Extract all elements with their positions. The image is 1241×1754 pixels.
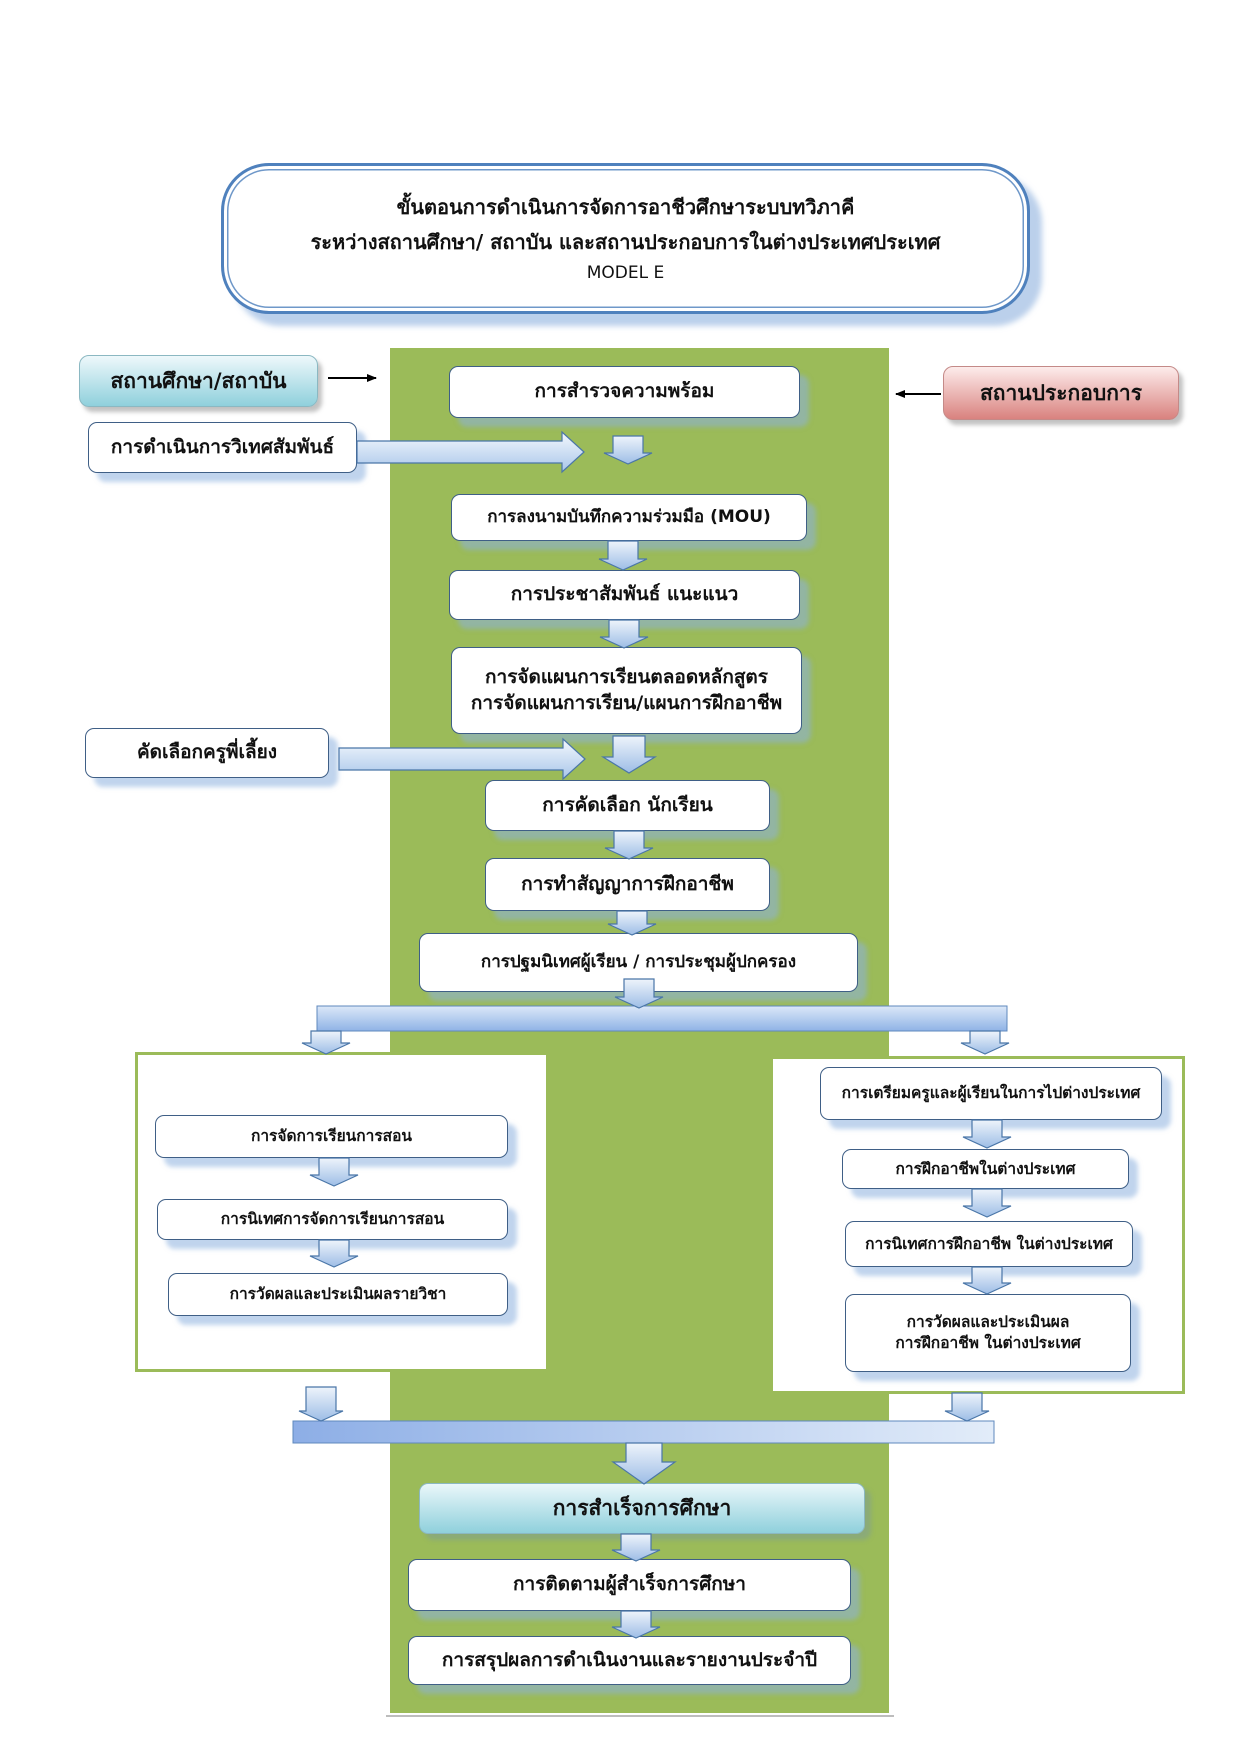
step-mou: การลงนามบันทึกความร่วมมือ (MOU) [451,494,807,541]
down-arrow [960,1030,1010,1055]
model-label: MODEL E [586,262,665,283]
step-abroad-supervision: การนิเทศการฝึกอาชีพ ในต่างประเทศ [845,1221,1133,1267]
step-international-relations: การดำเนินการวิเทศสัมพันธ์ [88,422,357,473]
study-plan-line-2: การจัดแผนการเรียน/แผนการฝึกอาชีพ [470,691,783,714]
column-base-line [386,1715,894,1717]
abroad-evaluation-line-2: การฝึกอาชีพ ในต่างประเทศ [895,1334,1081,1352]
step-abroad-evaluation: การวัดผลและประเมินผล การฝึกอาชีพ ในต่างป… [845,1294,1131,1372]
step-graduate-tracking: การติดตามผู้สำเร็จการศึกษา [408,1559,851,1611]
step-annual-summary: การสรุปผลการดำเนินงานและรายงานประจำปี [408,1636,851,1685]
actor-enterprise: สถานประกอบการ [943,366,1179,420]
step-graduation: การสำเร็จการศึกษา [419,1483,865,1534]
down-arrow [301,1030,351,1055]
title-line-1: ขั้นตอนการดำเนินการจัดการอาชีวศึกษาระบบท… [396,194,855,219]
title-line-2: ระหว่างสถานศึกษา/ สถาบัน และสถานประกอบกา… [310,229,941,254]
study-plan-line-1: การจัดแผนการเรียนตลอดหลักสูตร [485,665,768,688]
title-box: ขั้นตอนการดำเนินการจัดการอาชีวศึกษาระบบท… [221,163,1030,314]
step-abroad-training: การฝึกอาชีพในต่างประเทศ [842,1149,1129,1189]
step-student-selection: การคัดเลือก นักเรียน [485,780,770,831]
step-orientation: การปฐมนิเทศผู้เรียน / การประชุมผู้ปกครอง [419,933,858,992]
step-abroad-preparation: การเตรียมครูและผู้เรียนในการไปต่างประเทศ [820,1067,1162,1120]
step-mentor-selection: คัดเลือกครูพี่เลี้ยง [85,728,329,778]
down-arrow [944,1392,990,1422]
abroad-evaluation-line-1: การวัดผลและประเมินผล [906,1313,1070,1332]
step-subject-evaluation: การวัดผลและประเมินผลรายวิชา [168,1273,508,1316]
step-publicity: การประชาสัมพันธ์ แนะแนว [449,570,800,620]
step-study-plan: การจัดแผนการเรียนตลอดหลักสูตร การจัดแผนก… [451,647,802,734]
step-readiness-survey: การสำรวจความพร้อม [449,366,800,418]
step-teaching: การจัดการเรียนการสอน [155,1115,508,1158]
down-arrow [298,1386,344,1422]
step-teaching-supervision: การนิเทศการจัดการเรียนการสอน [157,1199,508,1240]
step-training-contract: การทำสัญญาการฝึกอาชีพ [485,858,770,911]
actor-institution: สถานศึกษา/สถาบัน [79,355,318,407]
